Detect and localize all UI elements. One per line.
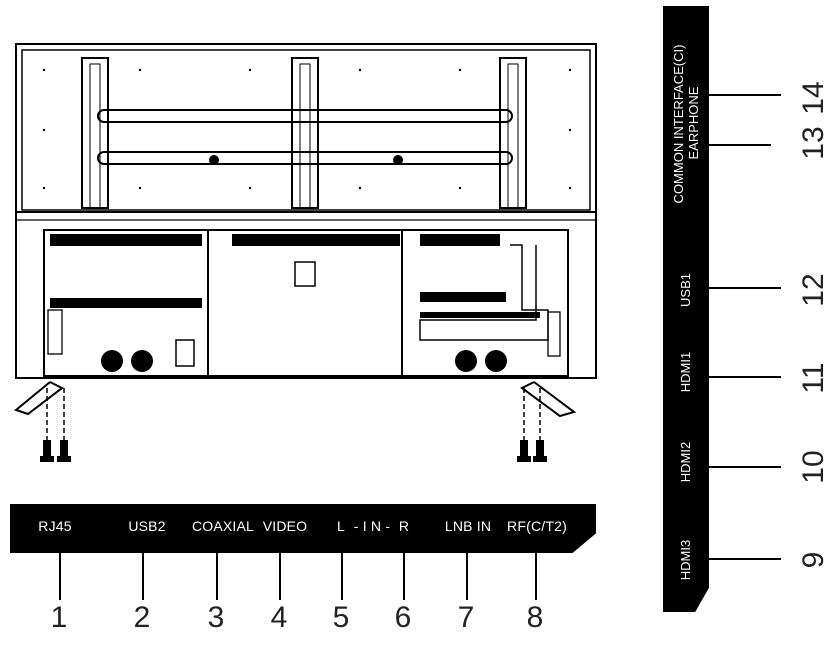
port-number-10: 10	[797, 450, 830, 484]
leader-line-4	[279, 553, 281, 600]
leader-line-8	[535, 553, 537, 600]
leader-line-7	[466, 553, 468, 600]
leader-line-9	[709, 558, 781, 560]
port-number-11: 11	[797, 362, 830, 394]
port-label-coaxial: COAXIAL	[191, 518, 255, 534]
port-label-ci: COMMON INTERFACE(CI)	[671, 44, 686, 204]
leader-line-14	[709, 94, 781, 96]
port-label-rj45: RJ45	[38, 518, 72, 534]
leader-line-13	[709, 144, 771, 146]
leader-line-1	[59, 553, 61, 600]
port-label-lnb-in: LNB IN	[444, 518, 492, 534]
port-number-8: 8	[526, 601, 544, 634]
port-label-hdmi1: HDMI1	[678, 351, 693, 393]
port-label-hdmi3: HDMI3	[678, 539, 693, 581]
port-number-1: 1	[50, 601, 68, 634]
leader-line-11	[709, 376, 781, 378]
leader-line-10	[709, 466, 781, 468]
port-label-usb1: USB1	[678, 273, 693, 307]
leader-line-5	[341, 553, 343, 600]
leader-line-2	[142, 553, 144, 600]
port-number-2: 2	[133, 601, 151, 634]
port-number-6: 6	[394, 601, 412, 634]
port-label-r: R	[398, 518, 410, 534]
port-number-9: 9	[797, 551, 830, 569]
port-number-3: 3	[207, 601, 225, 634]
port-label-in: - I N -	[353, 518, 391, 534]
port-number-7: 7	[457, 601, 475, 634]
port-number-12: 12	[797, 273, 830, 307]
port-label-earphone: EARPHONE	[686, 86, 701, 160]
port-label-hdmi2: HDMI2	[678, 441, 693, 483]
port-label-usb2: USB2	[128, 518, 166, 534]
leader-line-3	[216, 553, 218, 600]
side-connector-bar	[663, 6, 709, 612]
port-label-video: VIDEO	[262, 518, 308, 534]
port-number-13: 13	[797, 126, 830, 160]
port-number-5: 5	[332, 601, 350, 634]
port-number-14: 14	[797, 81, 830, 115]
leader-line-6	[403, 553, 405, 600]
bottom-connector-bar	[10, 504, 596, 553]
port-label-l: L	[337, 518, 345, 534]
port-label-rf: RF(C/T2)	[507, 518, 567, 534]
leader-line-12	[709, 287, 781, 289]
port-number-4: 4	[270, 601, 288, 634]
